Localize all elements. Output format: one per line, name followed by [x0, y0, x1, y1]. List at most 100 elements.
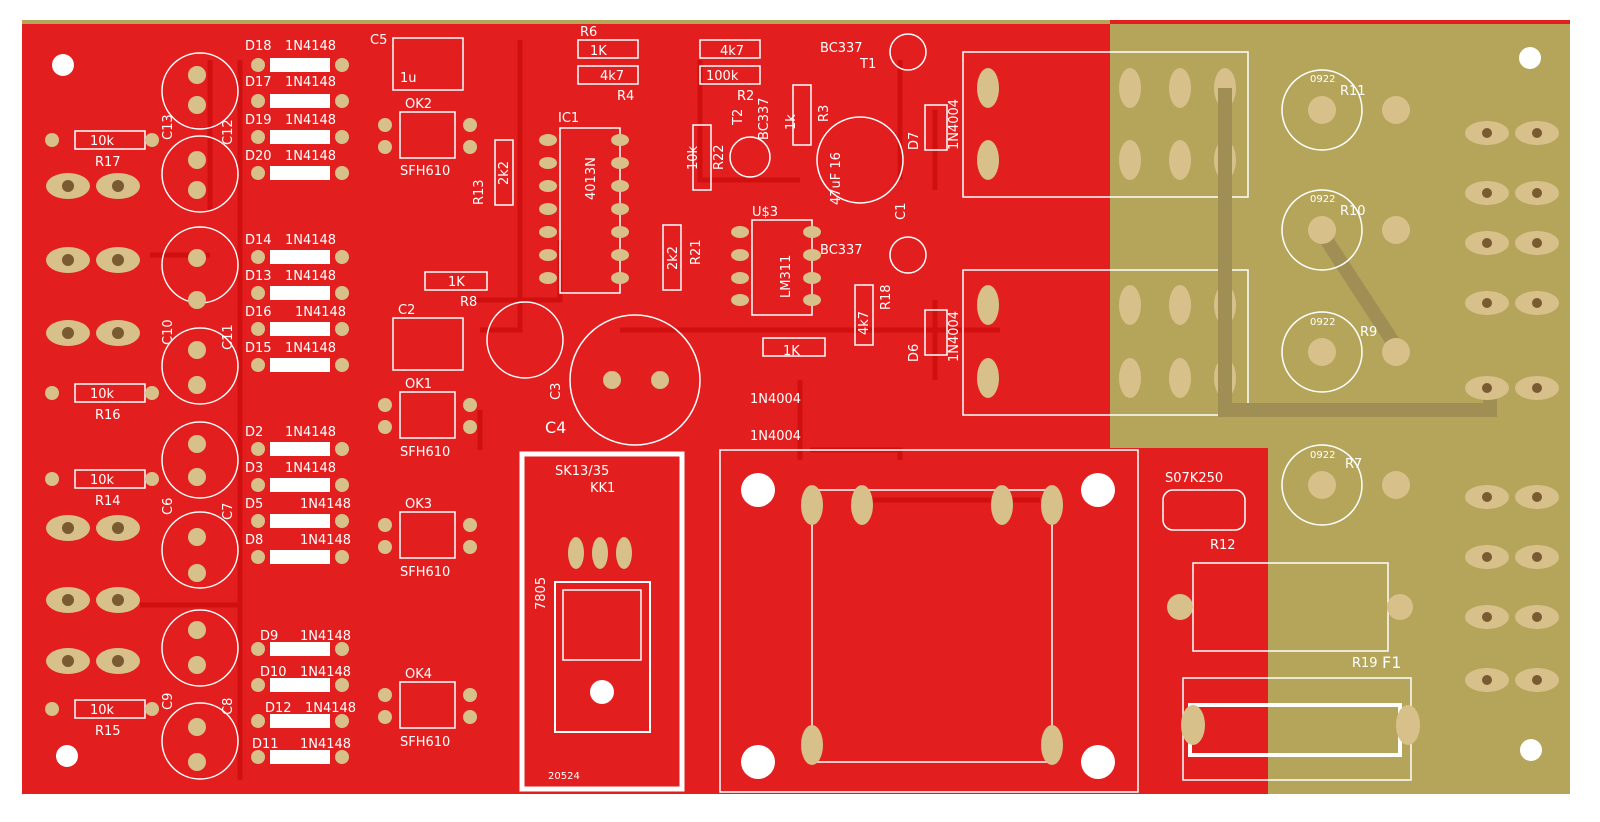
- label-d17: D17: [245, 75, 272, 90]
- regulator-die: [562, 589, 642, 661]
- varistor-pads: [1308, 96, 1410, 499]
- c1-outline: [816, 116, 904, 204]
- left-connector-holes: [62, 180, 124, 667]
- label-d20: D20: [245, 149, 272, 164]
- transformer-outline: [719, 449, 1139, 793]
- label-r18-val: 4k7: [857, 311, 872, 335]
- left-resistors: [45, 130, 159, 719]
- right-connector-holes: [1482, 128, 1542, 685]
- left-capacitor-pads: [188, 66, 206, 771]
- label-d8: D8: [245, 533, 263, 548]
- label-c3: C3: [549, 383, 564, 400]
- label-c2: C2: [398, 303, 415, 318]
- label-d8-part: 1N4148: [300, 533, 351, 548]
- label-c7: C7: [221, 503, 236, 520]
- label-c9: C9: [161, 693, 176, 710]
- label-4013n: 4013N: [584, 157, 599, 200]
- label-ok4: OK4: [405, 667, 432, 682]
- label-r2-val: 4k7: [720, 44, 744, 59]
- label-lm311: LM311: [779, 255, 794, 298]
- label-d16: D16: [245, 305, 272, 320]
- transformer-pads: [801, 485, 1063, 765]
- relay-pads: [977, 68, 1236, 398]
- label-r16: R16: [95, 408, 121, 423]
- label-r10-val: 0922: [1310, 194, 1335, 205]
- transistors: [729, 33, 927, 274]
- label-d7-part: 1N4004: [947, 99, 962, 150]
- label-d9: D9: [260, 629, 278, 644]
- label-d3: D3: [245, 461, 263, 476]
- label-d6-part: 1N4004: [947, 311, 962, 362]
- label-ic1: IC1: [558, 111, 579, 126]
- label-d3-part: 1N4148: [285, 461, 336, 476]
- r19-pads: [1167, 594, 1413, 620]
- label-d2-part: 1N4148: [285, 425, 336, 440]
- label-f1: F1: [1382, 653, 1401, 672]
- c4-outline: [569, 314, 701, 446]
- label-d19-part: 1N4148: [285, 113, 336, 128]
- left-connector-pads: [46, 173, 140, 674]
- label-r22-val: 10k: [686, 145, 701, 170]
- label-d17-part: 1N4148: [285, 75, 336, 90]
- label-r14: R14: [95, 494, 121, 509]
- label-r11-val: 0922: [1310, 74, 1335, 85]
- label-kk1: KK1: [590, 481, 615, 496]
- label-1n4004-b: 1N4004: [750, 429, 801, 444]
- label-bc337-1: BC337: [820, 41, 863, 56]
- label-r12: R12: [1210, 538, 1236, 553]
- label-d15-part: 1N4148: [285, 341, 336, 356]
- label-r9-val: 0922: [1310, 317, 1335, 328]
- label-t2: T2: [731, 109, 746, 126]
- regulator-mount-hole: [590, 680, 614, 704]
- label-d6: D6: [907, 344, 922, 362]
- label-r7-val: 0922: [1310, 450, 1335, 461]
- relays: [962, 51, 1249, 416]
- label-r9: R9: [1360, 325, 1377, 340]
- power-diodes: [924, 104, 948, 356]
- label-r2b-val: 100k: [706, 69, 739, 84]
- optocouplers: [399, 111, 456, 729]
- label-r19: R19: [1352, 656, 1378, 671]
- label-r22: R22: [712, 144, 727, 170]
- c3-outline: [486, 301, 564, 379]
- mounting-holes: [52, 47, 1542, 767]
- label-r16-val: 10k: [90, 387, 115, 402]
- label-r3-val: 1k: [784, 114, 799, 130]
- label-20524: 20524: [548, 771, 580, 782]
- label-ok3-part: SFH610: [400, 565, 450, 580]
- top-resistors: [424, 39, 874, 357]
- label-c13: C13: [161, 114, 176, 140]
- label-c5: C5: [370, 33, 387, 48]
- label-r8: R8: [460, 295, 477, 310]
- label-c6: C6: [161, 498, 176, 515]
- fuse-pads: [1181, 705, 1420, 745]
- label-c1-val: 47uF 16: [829, 152, 844, 205]
- label-d10: D10: [260, 665, 287, 680]
- film-capacitors: [392, 37, 464, 371]
- soldermask-strip: [1110, 20, 1570, 24]
- label-d13: D13: [245, 269, 272, 284]
- varistors: [1281, 69, 1363, 526]
- heatsink-outline: [519, 451, 685, 792]
- regulator-pads: [568, 537, 632, 569]
- label-ok1-part: SFH610: [400, 445, 450, 460]
- optocoupler-pads: [378, 118, 477, 724]
- regulator-body: [554, 581, 651, 733]
- label-d19: D19: [245, 113, 272, 128]
- label-r21-val: 2k2: [666, 246, 681, 270]
- label-d13-part: 1N4148: [285, 269, 336, 284]
- label-r4-val: 4k7: [600, 69, 624, 84]
- label-1k-mid: 1K: [783, 344, 800, 359]
- label-d18-part: 1N4148: [285, 39, 336, 54]
- label-c11: C11: [221, 324, 236, 350]
- label-c10: C10: [161, 319, 176, 345]
- label-c5-val: 1u: [400, 71, 417, 86]
- label-r14-val: 10k: [90, 473, 115, 488]
- label-d10-part: 1N4148: [300, 665, 351, 680]
- diode-bodies: [270, 58, 330, 764]
- label-d7: D7: [907, 132, 922, 150]
- label-d2: D2: [245, 425, 263, 440]
- ic1-pads: [539, 134, 629, 284]
- label-r3: R3: [817, 105, 832, 122]
- label-r6-val: 1K: [590, 44, 607, 59]
